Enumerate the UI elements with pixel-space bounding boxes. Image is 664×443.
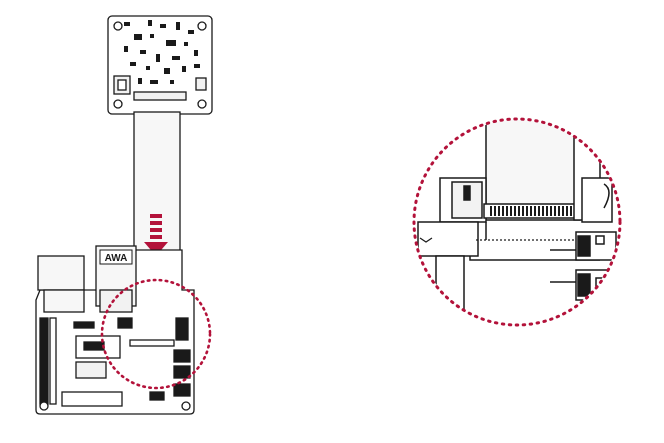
connector-tooth (498, 206, 500, 216)
camera-component-mark (164, 68, 170, 74)
connector-tooth (554, 206, 556, 216)
connector-tooth (502, 206, 504, 216)
zoom-callout-circle (412, 117, 622, 327)
camera-module (107, 15, 213, 115)
connector-tooth (490, 206, 492, 216)
camera-component-mark (148, 20, 152, 26)
connector-tooth (562, 206, 564, 216)
camera-component-mark (160, 24, 166, 28)
camera-component-mark (176, 22, 180, 30)
camera-component-mark (140, 50, 146, 54)
camera-component-mark (138, 78, 142, 84)
connector-tooth (518, 206, 520, 216)
camera-component-mark (150, 80, 158, 84)
camera-component-mark (188, 30, 194, 34)
mainboard (35, 245, 195, 415)
connector-tooth (534, 206, 536, 216)
camera-component-mark (182, 66, 186, 72)
camera-component-mark (172, 56, 180, 60)
insert-arrow-icon (144, 214, 168, 256)
camera-component-mark (146, 66, 150, 70)
connector-tooth (530, 206, 532, 216)
camera-components (124, 20, 200, 84)
connector-tooth (542, 206, 544, 216)
zoom-callout-icon (415, 120, 617, 324)
connector-tooth (526, 206, 528, 216)
connector-tooth (494, 206, 496, 216)
camera-component-mark (194, 64, 200, 68)
zoom-source-circle (100, 278, 212, 390)
connector-tooth (546, 206, 548, 216)
connector-tooth (510, 206, 512, 216)
camera-component-mark (184, 42, 188, 46)
connector-tooth (570, 206, 572, 216)
connector-label: AWA (99, 249, 133, 265)
camera-component-mark (156, 54, 160, 62)
camera-component-mark (194, 50, 198, 56)
connector-tooth (566, 206, 568, 216)
camera-component-mark (124, 46, 128, 52)
usb-label: AWA (105, 253, 128, 264)
connector-tooth (506, 206, 508, 216)
connector-tooth (550, 206, 552, 216)
camera-component-mark (134, 34, 142, 40)
camera-component-mark (170, 80, 174, 84)
camera-component-mark (166, 40, 176, 46)
camera-component-mark (130, 62, 136, 66)
connector-tooth (522, 206, 524, 216)
connector-tooth (538, 206, 540, 216)
connector-tooth (558, 206, 560, 216)
connector-tooth (514, 206, 516, 216)
camera-component-mark (124, 22, 130, 26)
camera-component-mark (150, 34, 154, 38)
